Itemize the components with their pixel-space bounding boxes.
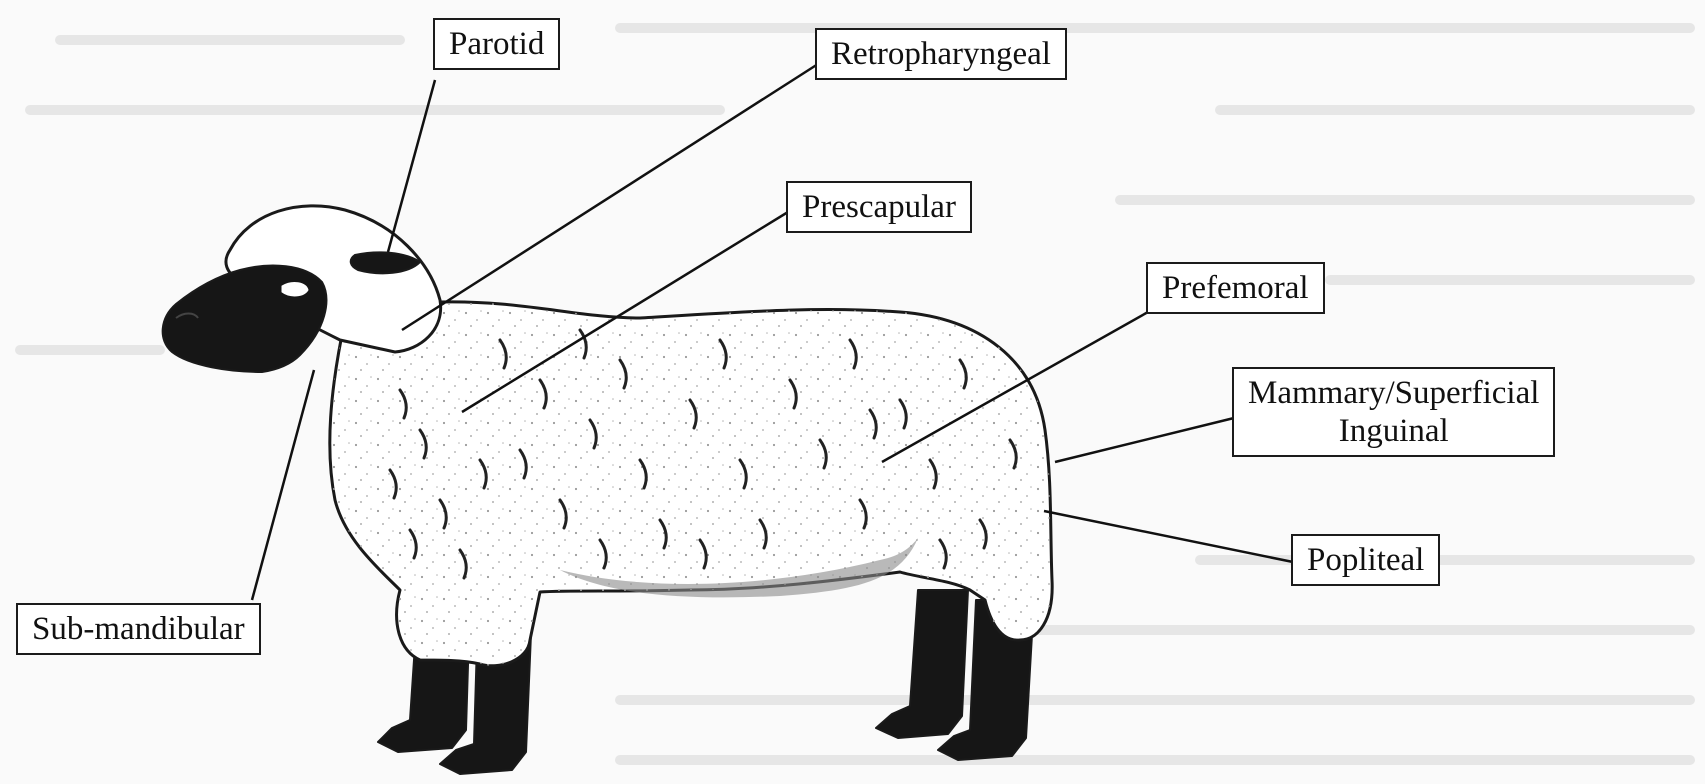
label-text: Mammary/Superficial	[1248, 374, 1539, 412]
label-text: Parotid	[449, 25, 544, 63]
leader-line-sub-mandibular	[252, 370, 314, 600]
hind-leg-left	[876, 590, 968, 738]
label-prefemoral: Prefemoral	[1146, 262, 1325, 314]
label-text: Retropharyngeal	[831, 35, 1051, 73]
label-retropharyngeal: Retropharyngeal	[815, 28, 1067, 80]
sheep-eye	[282, 283, 308, 296]
label-prescapular: Prescapular	[786, 181, 972, 233]
leader-line-retropharyngeal	[402, 64, 818, 330]
leader-line-popliteal	[1044, 511, 1293, 562]
label-popliteal: Popliteal	[1291, 534, 1440, 586]
label-parotid: Parotid	[433, 18, 560, 70]
label-text: Popliteal	[1307, 541, 1424, 579]
label-text: Prefemoral	[1162, 269, 1309, 307]
sheep-illustration	[163, 206, 1053, 774]
label-sub-mandibular: Sub-mandibular	[16, 603, 261, 655]
label-text: Sub-mandibular	[32, 610, 245, 648]
label-text: Inguinal	[1248, 412, 1539, 450]
sheep-face	[163, 266, 327, 372]
leader-line-mammary	[1055, 418, 1234, 462]
label-text: Prescapular	[802, 188, 956, 226]
